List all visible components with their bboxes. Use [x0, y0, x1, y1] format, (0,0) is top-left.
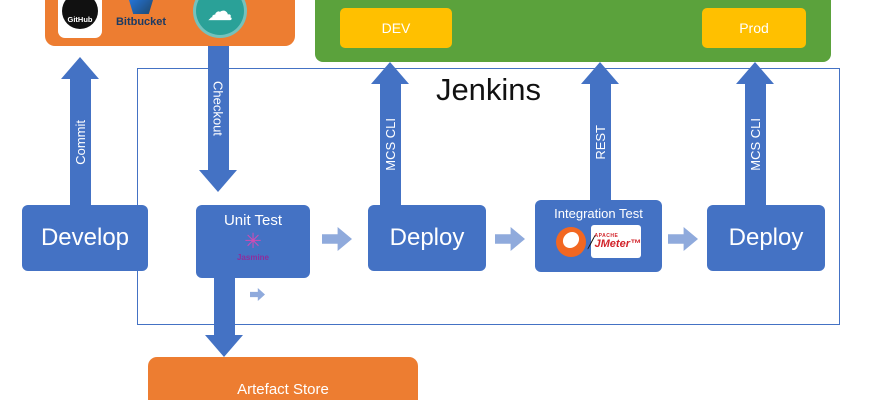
bitbucket-icon: Bitbucket: [105, 0, 177, 28]
cloud-service-icon: ☁: [193, 0, 247, 38]
jenkins-title: Jenkins: [435, 72, 542, 107]
rest-arrow-label: REST: [592, 124, 608, 160]
arrow-shaft: Checkout: [207, 46, 229, 170]
arrow-shaft: Commit: [69, 79, 91, 205]
prod-environment-badge: Prod: [702, 8, 806, 48]
integration-test-label: Integration Test: [554, 206, 643, 221]
arrow-up-head: [371, 62, 409, 84]
arrow-down-head: [199, 170, 237, 192]
jenkins-boundary-box: [137, 68, 840, 325]
stage-unit-test: Unit Test ✳ Jasmine: [196, 205, 310, 278]
jmeter-wordmark: APACHE JMeter™: [594, 232, 641, 250]
commit-arrow-label: Commit: [72, 119, 88, 165]
mcs-cli-prod-arrow: MCS CLI: [736, 62, 774, 205]
github-label: GitHub: [67, 15, 93, 24]
postman-icon: [556, 226, 586, 257]
bitbucket-bucket-glyph: [126, 0, 156, 14]
stage-integration-test: Integration Test APACHE JMeter™: [535, 200, 662, 272]
arrow-up-head: [61, 57, 99, 79]
stage-develop: Develop: [22, 205, 148, 271]
integration-test-tools: APACHE JMeter™: [556, 225, 641, 258]
stage-deploy-prod: Deploy: [707, 205, 825, 271]
arrow-shaft: MCS CLI: [379, 84, 401, 205]
arrow-shaft: MCS CLI: [744, 84, 766, 205]
environments-box: DEV Prod: [315, 0, 831, 62]
arrow-shaft: REST: [589, 84, 611, 200]
arrow-down-head: [205, 335, 243, 357]
dev-environment-badge: DEV: [340, 8, 452, 48]
cloud-icon: ☁: [207, 0, 233, 26]
mcs-cli-prod-arrow-label: MCS CLI: [747, 118, 763, 171]
arrow-up-head: [581, 62, 619, 84]
artefact-store-box: Artefact Store: [148, 357, 418, 400]
arrow-shaft: [213, 278, 235, 335]
checkout-arrow: Checkout: [199, 46, 237, 192]
bitbucket-label: Bitbucket: [115, 16, 167, 28]
apache-label: APACHE: [594, 232, 619, 239]
jasmine-icon: ✳: [244, 230, 262, 253]
mcs-cli-dev-arrow-label: MCS CLI: [382, 118, 398, 171]
checkout-arrow-label: Checkout: [210, 80, 226, 136]
source-control-box: GitHub Bitbucket ☁: [45, 0, 295, 46]
mcs-cli-dev-arrow: MCS CLI: [371, 62, 409, 205]
commit-arrow: Commit: [61, 57, 99, 205]
arrow-up-head: [736, 62, 774, 84]
rest-arrow: REST: [581, 62, 619, 200]
unit-test-to-artefact-arrow: [205, 278, 243, 357]
jmeter-icon: APACHE JMeter™: [587, 225, 641, 258]
stage-deploy-dev: Deploy: [368, 205, 486, 271]
github-icon: GitHub: [58, 0, 102, 38]
unit-test-label: Unit Test: [223, 212, 283, 229]
jasmine-label: Jasmine: [236, 253, 270, 263]
github-logo-circle: GitHub: [62, 0, 98, 29]
jmeter-label: JMeter™: [594, 237, 641, 250]
